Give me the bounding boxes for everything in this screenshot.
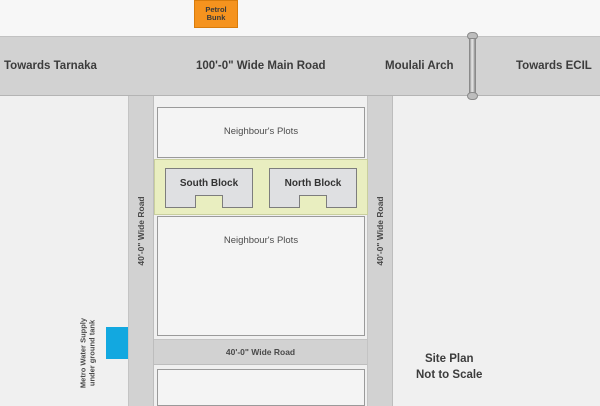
caption-title: Site Plan (424, 353, 474, 365)
moulali-arch-icon (466, 32, 479, 100)
caption-subtitle: Not to Scale (416, 368, 483, 381)
north-block-notch (299, 195, 327, 208)
main-road-band: Towards Tarnaka 100'-0" Wide Main Road M… (0, 36, 600, 96)
south-block: South Block (165, 168, 253, 208)
petrol-bunk-label-line1: Petrol (205, 4, 227, 14)
petrol-bunk-label-line2: Bunk (206, 13, 226, 22)
bottom-road-label: 40'-0" Wide Road (225, 347, 296, 357)
right-vertical-road-label: 40'-0" Wide Road (375, 196, 385, 266)
south-block-notch (195, 195, 223, 208)
metro-water-tank-label-line2: under ground tank (88, 319, 97, 387)
arch-cap-bottom (467, 92, 478, 100)
site-boundary-strip: South Block North Block (154, 159, 368, 215)
main-road-label: 100'-0" Wide Main Road (196, 60, 326, 72)
neighbours-plot-middle-label: Neighbour's Plots (223, 235, 299, 246)
left-vertical-road: 40'-0" Wide Road (128, 96, 154, 406)
metro-water-tank-label: Metro Water Supply under ground tank (79, 318, 98, 388)
north-block-label: North Block (284, 178, 342, 189)
neighbours-plot-top-label: Neighbour's Plots (223, 126, 299, 137)
towards-ecil-label: Towards ECIL (516, 60, 592, 72)
right-vertical-road: 40'-0" Wide Road (367, 96, 393, 406)
left-vertical-road-label: 40'-0" Wide Road (136, 196, 146, 266)
neighbours-plot-middle: Neighbour's Plots (157, 216, 365, 336)
moulali-arch-label: Moulali Arch (385, 60, 454, 72)
neighbours-plot-bottom (157, 369, 365, 406)
site-plan-caption: Site Plan Not to Scale (416, 352, 482, 383)
petrol-bunk-marker: Petrol Bunk (194, 0, 238, 28)
top-margin-strip (0, 0, 600, 36)
arch-shaft (469, 38, 476, 94)
south-block-label: South Block (179, 178, 239, 189)
towards-tarnaka-label: Towards Tarnaka (4, 60, 97, 72)
metro-water-tank-label-line1: Metro Water Supply (78, 317, 88, 389)
metro-water-tank-marker (106, 327, 128, 359)
bottom-horizontal-road: 40'-0" Wide Road (154, 339, 367, 365)
neighbours-plot-top: Neighbour's Plots (157, 107, 365, 158)
north-block: North Block (269, 168, 357, 208)
